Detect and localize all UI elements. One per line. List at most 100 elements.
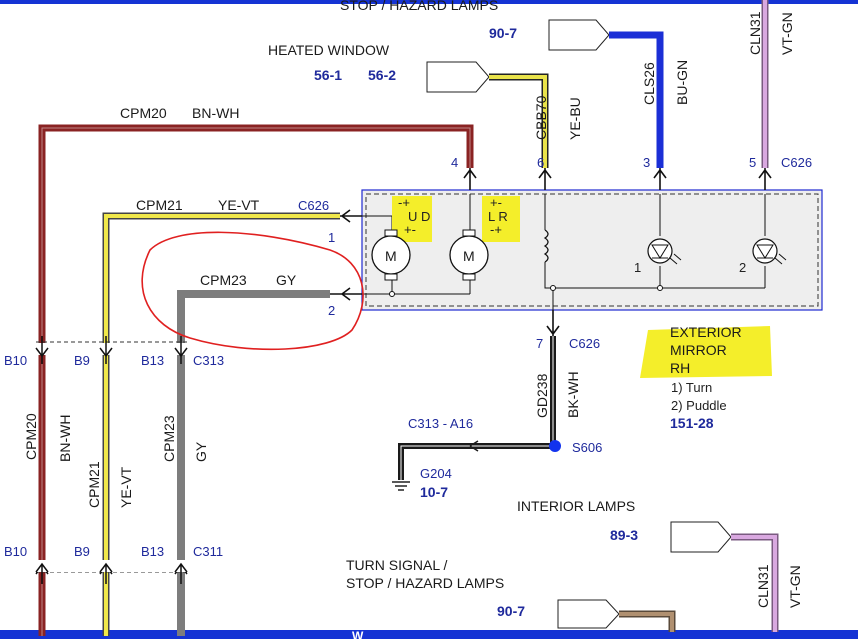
wire-cpm23 bbox=[177, 290, 330, 636]
header-turn-signal-2: STOP / HAZARD LAMPS bbox=[346, 575, 504, 591]
ref-151-28: 151-28 bbox=[670, 415, 714, 431]
pin-7: 7 bbox=[536, 336, 543, 351]
pin-3: 3 bbox=[643, 155, 650, 170]
wire-label-cpm23-top: CPM23 bbox=[200, 272, 247, 288]
connector-c313-a16: C313 - A16 bbox=[408, 416, 473, 431]
wire-cbb70 bbox=[489, 75, 547, 168]
connector-c626-left: C626 bbox=[298, 198, 329, 213]
sign-ud-top: -+ bbox=[398, 195, 410, 210]
header-interior-lamps: INTERIOR LAMPS bbox=[517, 498, 635, 514]
pin-b13-c313: B13 bbox=[141, 353, 164, 368]
pin-b9-c311: B9 bbox=[74, 544, 90, 559]
motor-ud-brush-bottom bbox=[384, 273, 398, 281]
wire-label-cls26: CLS26 bbox=[641, 62, 657, 105]
pin-arrows-left bbox=[330, 209, 362, 301]
pin-1: 1 bbox=[328, 230, 335, 245]
motor-ud-label: M bbox=[385, 248, 397, 264]
arrow-a16 bbox=[469, 440, 479, 452]
pin-b13-c311: B13 bbox=[141, 544, 164, 559]
pin-2: 2 bbox=[328, 303, 335, 318]
connector-c626-bottom: C626 bbox=[569, 336, 600, 351]
connector-c626-top: C626 bbox=[781, 155, 812, 170]
wire-label-bn-wh-top: BN-WH bbox=[192, 105, 239, 121]
splice-s606 bbox=[549, 440, 561, 452]
connector-tag-turn-bottom bbox=[557, 599, 620, 629]
connector-tag-heated-window bbox=[426, 61, 490, 93]
pin-arrows-top bbox=[463, 168, 772, 190]
junction-dots bbox=[389, 285, 663, 297]
header-turn-signal-1: TURN SIGNAL / bbox=[346, 557, 447, 573]
wire-label-cpm20-v: CPM20 bbox=[23, 413, 39, 460]
wire-label-bk-wh: BK-WH bbox=[565, 371, 581, 418]
wire-label-gd238: GD238 bbox=[534, 373, 550, 418]
connector-tag-turn-top bbox=[548, 19, 610, 51]
wire-label-cpm21-v: CPM21 bbox=[86, 461, 102, 508]
ground-symbol bbox=[392, 481, 410, 491]
ref-90-7-bottom: 90-7 bbox=[497, 603, 525, 619]
connector-c313: C313 bbox=[193, 353, 224, 368]
wire-turn-bottom bbox=[619, 612, 674, 632]
pin-5: 5 bbox=[749, 155, 756, 170]
lamp-label-2: 2 bbox=[739, 260, 746, 275]
module-inner-dash bbox=[365, 193, 819, 307]
connector-c311: C311 bbox=[193, 544, 223, 559]
wire-label-cpm23-v: CPM23 bbox=[161, 415, 177, 462]
c313-arrow-heads bbox=[35, 343, 188, 358]
ref-56-1: 56-1 bbox=[314, 67, 342, 83]
pin-b10-c313: B10 bbox=[4, 353, 27, 368]
lamp-puddle-icon bbox=[752, 238, 787, 265]
ref-90-7-top: 90-7 bbox=[489, 25, 517, 41]
sign-lr-bottom: -+ bbox=[490, 222, 502, 237]
ref-89-3: 89-3 bbox=[610, 527, 638, 543]
sign-lr-top: +- bbox=[490, 195, 502, 210]
splice-s606-label: S606 bbox=[572, 440, 602, 455]
pin-6: 6 bbox=[537, 155, 544, 170]
label-lr: L R bbox=[488, 209, 508, 224]
ground-g204-label: G204 bbox=[420, 466, 452, 481]
top-edge-bar bbox=[0, 0, 858, 4]
header-heated-window: HEATED WINDOW bbox=[268, 42, 390, 58]
wire-label-ye-vt-v: YE-VT bbox=[118, 466, 134, 508]
pin-arrow-bottom bbox=[546, 310, 560, 336]
wire-label-vt-gn-top: VT-GN bbox=[779, 12, 795, 55]
wire-label-cpm20-top: CPM20 bbox=[120, 105, 167, 121]
ref-56-2: 56-2 bbox=[368, 67, 396, 83]
highlight-ud bbox=[392, 196, 432, 242]
c311-arrow-heads bbox=[35, 562, 188, 573]
module-name-line3: RH bbox=[670, 360, 690, 376]
label-ud: U D bbox=[408, 209, 430, 224]
motor-ud-brush-top bbox=[384, 229, 398, 237]
motor-lr-label: M bbox=[463, 248, 475, 264]
wire-cpm20-stripe bbox=[41, 127, 471, 636]
bottom-edge-mark: W bbox=[352, 629, 364, 639]
module-legend-puddle: 2) Puddle bbox=[671, 398, 727, 413]
wire-label-cln31-top: CLN31 bbox=[747, 11, 763, 55]
wire-label-cpm21-top: CPM21 bbox=[136, 197, 183, 213]
highlight-exterior-mirror bbox=[640, 326, 772, 378]
wire-cpm20 bbox=[38, 124, 474, 636]
module-legend-turn: 1) Turn bbox=[671, 380, 712, 395]
wire-label-gy-v: GY bbox=[193, 441, 209, 462]
connector-tag-interior-lamps bbox=[670, 521, 732, 553]
wire-label-ye-bu: YE-BU bbox=[567, 97, 583, 140]
c311-gap bbox=[34, 560, 194, 572]
wire-cln31-bot bbox=[731, 535, 777, 632]
annotation-circle bbox=[141, 231, 364, 351]
module-box bbox=[361, 189, 823, 311]
wire-ground-branch-stripe bbox=[400, 445, 553, 480]
ref-10-7: 10-7 bbox=[420, 484, 448, 500]
header-stop-hazard-top: STOP / HAZARD LAMPS bbox=[340, 0, 498, 13]
wire-label-cbb70: CBB70 bbox=[533, 95, 549, 140]
wire-label-bu-gn: BU-GN bbox=[674, 60, 690, 105]
wire-label-vt-gn-bot: VT-GN bbox=[787, 565, 803, 608]
wire-cpm21 bbox=[104, 214, 340, 636]
motor-lr-brush-bottom bbox=[462, 273, 476, 281]
bottom-edge-bar bbox=[0, 630, 858, 639]
highlight-lr bbox=[482, 196, 520, 242]
wire-label-bn-wh-v: BN-WH bbox=[57, 415, 73, 462]
c313-gap bbox=[34, 343, 194, 355]
module-name-line1: EXTERIOR bbox=[670, 324, 742, 340]
wire-label-ye-vt-top: YE-VT bbox=[218, 197, 260, 213]
lamp-label-1: 1 bbox=[634, 260, 641, 275]
